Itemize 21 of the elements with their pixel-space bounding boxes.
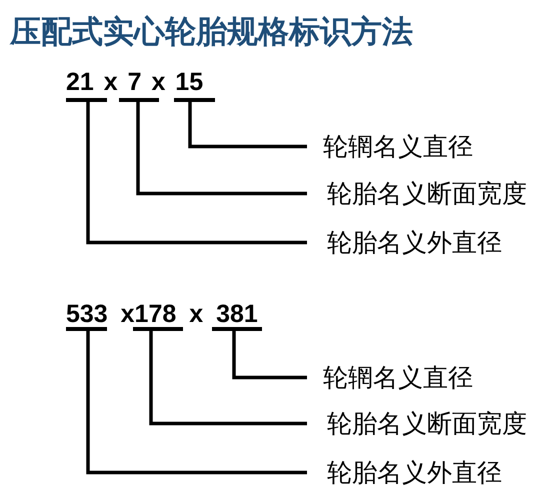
leader-line bbox=[232, 331, 307, 380]
leader-label: 轮胎名义断面宽度 bbox=[307, 181, 527, 206]
underline-bar bbox=[174, 98, 215, 102]
leader-label: 轮辋名义直径 bbox=[307, 134, 473, 159]
leader-label: 轮胎名义外直径 bbox=[307, 460, 502, 485]
size-code: 533 x178 x 381 bbox=[66, 302, 258, 327]
title: 压配式实心轮胎规格标识方法 bbox=[10, 17, 413, 48]
underline-bar bbox=[66, 98, 107, 102]
underline-bar bbox=[66, 327, 107, 331]
size-code: 21 x 7 x 15 bbox=[66, 70, 204, 95]
underline-bar bbox=[212, 327, 262, 331]
leader-label: 轮辋名义直径 bbox=[307, 365, 473, 390]
underline-bar bbox=[119, 98, 159, 102]
leader-label: 轮胎名义断面宽度 bbox=[307, 411, 527, 436]
leader-line bbox=[86, 102, 307, 244]
underline-bar bbox=[133, 327, 183, 331]
leader-label: 轮胎名义外直径 bbox=[307, 230, 502, 255]
leader-line bbox=[136, 102, 307, 196]
leader-line bbox=[188, 102, 307, 148]
leader-line bbox=[149, 331, 307, 426]
leader-line bbox=[86, 331, 307, 474]
